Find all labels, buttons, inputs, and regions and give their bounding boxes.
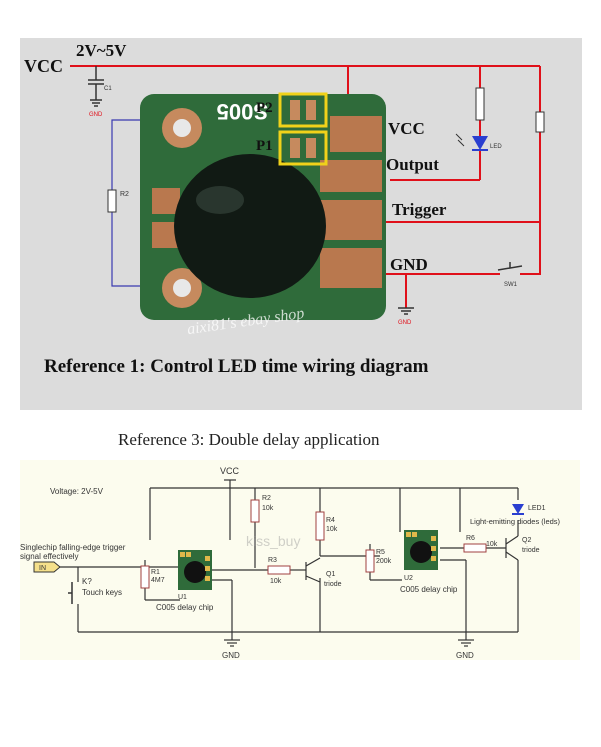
led-symbol: [455, 133, 488, 151]
voltage-label: 2V~5V: [76, 41, 127, 60]
chip-u2: [404, 530, 438, 570]
r4-value: 10k: [326, 526, 338, 533]
r2-resistor: [107, 189, 117, 213]
pad-gnd: [320, 248, 382, 288]
mounting-hole-bottom: [162, 268, 202, 308]
pad-vcc: [330, 116, 382, 152]
led1-label: LED1: [528, 505, 546, 512]
touch-label: Touch keys: [82, 588, 122, 597]
reference-3-title: Reference 3: Double delay application: [118, 430, 380, 449]
r2-label: R2: [120, 191, 129, 198]
gnd-label-top: GND: [89, 112, 103, 118]
r6-label: R6: [466, 535, 475, 542]
r6-resistor: [463, 543, 487, 553]
capacitor-c1: [88, 66, 104, 107]
jumper-p2-label: P2: [256, 100, 273, 116]
r6-value: 10k: [486, 541, 498, 548]
gnd-symbol-2: [458, 632, 474, 647]
trigger-note-2: signal effectively: [20, 552, 79, 561]
r2-value-schematic: 10k: [262, 505, 274, 512]
epoxy-highlight: [196, 186, 244, 214]
r1-value: 4M7: [151, 577, 165, 584]
pad-label-trigger: Trigger: [392, 200, 447, 219]
mounting-hole-top: [162, 108, 202, 148]
r3-value: 10k: [270, 578, 282, 585]
cap-label: C1: [104, 86, 112, 92]
schematic-background: [20, 460, 580, 660]
q1-label: Q1: [326, 571, 335, 578]
r1-resistor: [140, 565, 150, 589]
vcc-wires: [70, 65, 541, 308]
chip2-label: C005 delay chip: [400, 585, 458, 594]
led-resistor: [475, 87, 485, 121]
chip1-label: C005 delay chip: [156, 603, 214, 612]
led-label: LED: [490, 144, 502, 150]
r4-resistor: [315, 511, 325, 541]
vcc-label: VCC: [24, 56, 63, 76]
gnd-label-2: GND: [456, 651, 474, 660]
r2-resistor-schematic: [250, 499, 260, 523]
pad-label-vcc: VCC: [388, 119, 425, 138]
touch-key: [68, 582, 73, 604]
q1-type: triode: [324, 581, 342, 588]
u2-label: U2: [404, 575, 413, 582]
schematic-wires: [58, 480, 519, 633]
r4-label: R4: [326, 517, 335, 524]
r5-value: 200k: [376, 558, 392, 565]
switch-label: SW1: [504, 282, 518, 288]
vcc-label-schematic: VCC: [220, 466, 240, 476]
pad-label-gnd: GND: [390, 255, 428, 274]
gnd-label-1: GND: [222, 651, 240, 660]
voltage-label-schematic: Voltage: 2V-5V: [50, 487, 104, 496]
pad-output: [320, 160, 382, 192]
led1-symbol: [512, 504, 524, 515]
led-note: Light-emitting diodes (leds): [470, 517, 561, 526]
switch-sw1: [497, 262, 523, 271]
r2-label-schematic: R2: [262, 495, 271, 502]
jumper-p1: [278, 130, 328, 166]
trigger-note-1: Singlechip falling-edge trigger: [20, 543, 126, 552]
left-pad-1: [152, 188, 180, 214]
r5-resistor: [365, 549, 375, 573]
reference-1-caption: Reference 1: Control LED time wiring dia…: [44, 356, 429, 377]
in-label: IN: [39, 565, 46, 572]
right-resistor: [535, 111, 545, 133]
r3-label: R3: [268, 557, 277, 564]
q2-label: Q2: [522, 537, 531, 544]
schematic-watermark: kiss_buy: [246, 533, 300, 549]
jumper-p1-label: P1: [256, 138, 273, 154]
q2-type: triode: [522, 547, 540, 554]
gnd-symbol-bottom: [398, 307, 414, 315]
in-port: [33, 561, 61, 573]
transistor-q1: [305, 557, 321, 583]
r3-resistor: [267, 565, 291, 575]
transistor-q2: [505, 535, 519, 561]
chip-u1: [178, 550, 212, 590]
jumper-p2: [278, 92, 328, 128]
pad-trigger: [320, 200, 382, 240]
r5-label: R5: [376, 549, 385, 556]
gnd-symbol-1: [224, 632, 240, 647]
pad-label-output: Output: [386, 155, 439, 174]
u1-label: U1: [178, 594, 187, 601]
chip-text: S005: [217, 99, 268, 124]
key-label: K?: [82, 577, 92, 586]
r1-label: R1: [151, 569, 160, 576]
gnd-label-bottom: GND: [398, 320, 412, 326]
